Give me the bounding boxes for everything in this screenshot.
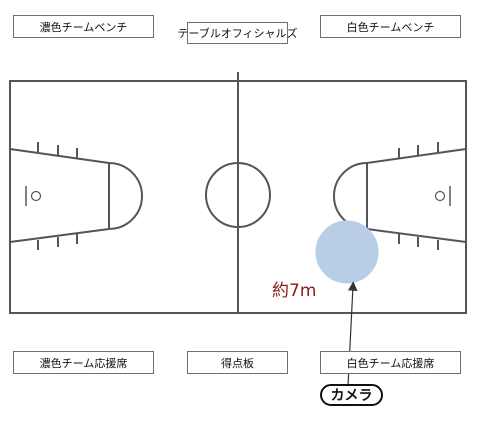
white-team-bench-label: 白色チームベンチ	[320, 15, 461, 38]
dark-team-bench-label: 濃色チームベンチ	[13, 15, 154, 38]
dark-team-cheer-seats-label: 濃色チーム応援席	[13, 351, 154, 374]
center-circle	[205, 162, 271, 228]
scoreboard-label: 得点板	[187, 351, 288, 374]
table-officials-label: テーブルオフィシャルズ	[177, 22, 298, 44]
distance-label: 約7m	[272, 281, 317, 301]
right-key	[333, 142, 467, 250]
camera-coverage-circle	[315, 220, 379, 284]
white-team-cheer-seats-label: 白色チーム応援席	[320, 351, 461, 374]
left-key	[9, 142, 143, 250]
camera-label: カメラ	[320, 384, 383, 406]
